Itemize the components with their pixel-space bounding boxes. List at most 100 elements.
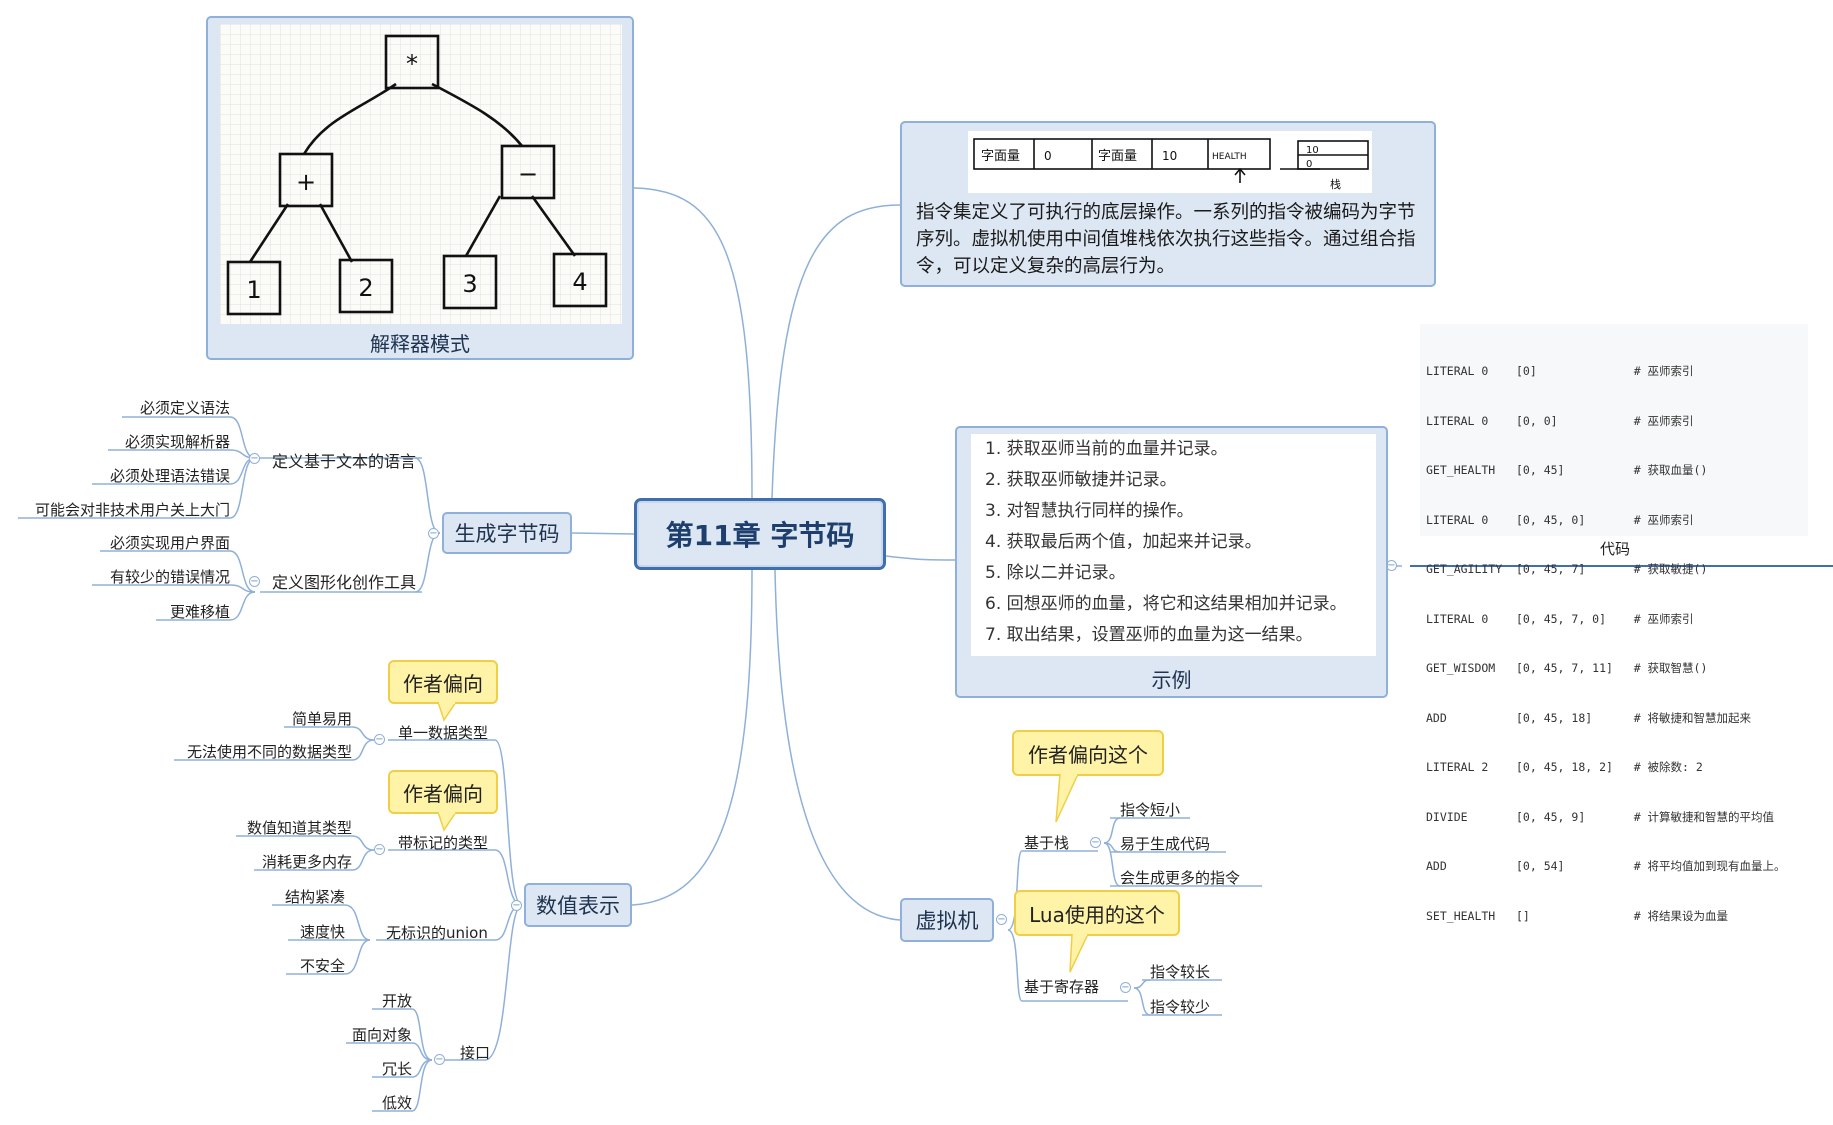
- sketch-cell-5: HEALTH: [1212, 152, 1247, 162]
- subtopic-single-type[interactable]: 单一数据类型: [398, 724, 489, 742]
- step-number: 6.: [985, 594, 1007, 614]
- sketch-cell-4: 10: [1162, 149, 1177, 163]
- sketch-stack-bottom: 0: [1306, 159, 1312, 170]
- subtopic-gui-tool[interactable]: 定义图形化创作工具: [272, 573, 417, 592]
- leaf-item[interactable]: 不安全: [299, 957, 345, 975]
- leaf-item[interactable]: 必须处理语法错误: [109, 467, 230, 485]
- register-based-collapse-toggle[interactable]: −: [1120, 982, 1131, 993]
- leaf-item[interactable]: 速度快: [299, 923, 345, 941]
- subtopic-interface[interactable]: 接口: [460, 1044, 491, 1062]
- step-number: 3.: [985, 501, 1007, 521]
- leaf-item[interactable]: 数值知道其类型: [246, 819, 352, 837]
- step-number: 2.: [985, 470, 1007, 490]
- example-label: 示例: [1151, 668, 1192, 692]
- example-panel[interactable]: 1. 获取巫师当前的血量并记录。 2. 获取巫师敏捷并记录。 3. 对智慧执行同…: [955, 426, 1388, 698]
- leaf-item[interactable]: 结构紧凑: [284, 888, 345, 906]
- callout-author-preference: 作者偏向: [388, 770, 498, 814]
- leaf-item[interactable]: 冗长: [381, 1060, 412, 1078]
- leaf-item[interactable]: 必须实现用户界面: [109, 534, 230, 552]
- topic-generate-bytecode[interactable]: 生成字节码: [442, 512, 572, 554]
- topic-virtual-machine[interactable]: 虚拟机: [900, 898, 994, 942]
- central-topic[interactable]: 第11章 字节码: [634, 498, 886, 570]
- subtopic-text-language[interactable]: 定义基于文本的语言: [272, 452, 417, 471]
- leaf-item[interactable]: 面向对象: [351, 1026, 412, 1044]
- sketch-cell-1: 字面量: [981, 149, 1020, 164]
- tree-right-label: −: [518, 160, 538, 188]
- example-step: 7. 取出结果，设置巫师的血量为这一结果。: [985, 625, 1313, 645]
- code-line: GET_HEALTH [0, 45] # 获取血量(): [1426, 463, 1708, 477]
- step-number: 1.: [985, 439, 1007, 459]
- code-line: ADD [0, 45, 18] # 将敏捷和智慧加起来: [1426, 710, 1752, 725]
- vm-collapse-toggle[interactable]: −: [996, 914, 1007, 925]
- leaf-item[interactable]: 更难移植: [169, 603, 230, 621]
- code-line: LITERAL 2 [0, 45, 18, 2] # 被除数: 2: [1426, 760, 1703, 774]
- callout-pointer: [437, 702, 457, 722]
- tree-left-label: +: [296, 168, 316, 196]
- subtopic-stack-based[interactable]: 基于栈: [1024, 834, 1070, 852]
- code-line: LITERAL 0 [0] # 巫师索引: [1426, 364, 1694, 378]
- stack-based-collapse-toggle[interactable]: −: [1090, 837, 1101, 848]
- example-step: 1. 获取巫师当前的血量并记录。: [985, 439, 1228, 459]
- subtopic-tagged-type[interactable]: 带标记的类型: [398, 834, 489, 852]
- values-collapse-toggle[interactable]: −: [511, 900, 522, 911]
- code-block: LITERAL 0 [0] # 巫师索引 LITERAL 0 [0, 0] # …: [1420, 324, 1808, 923]
- code-line: ADD [0, 54] # 将平均值加到现有血量上。: [1426, 859, 1786, 873]
- text-language-collapse-toggle[interactable]: −: [249, 453, 260, 464]
- tagged-type-collapse-toggle[interactable]: −: [374, 844, 385, 855]
- generate-collapse-toggle[interactable]: −: [428, 528, 439, 539]
- leaf-item[interactable]: 消耗更多内存: [261, 853, 352, 871]
- callout-pointer: [1055, 774, 1079, 823]
- code-line: LITERAL 0 [0, 45, 0] # 巫师索引: [1426, 512, 1694, 527]
- interpreter-caption: 解释器模式: [370, 332, 470, 356]
- sketch-cell-3: 字面量: [1098, 149, 1137, 164]
- interpreter-panel[interactable]: * + − 1 2 3 4 解释器模式: [206, 16, 634, 360]
- step-number: 5.: [985, 563, 1007, 583]
- leaf-item[interactable]: 易于生成代码: [1120, 835, 1211, 853]
- tree-root-label: *: [406, 50, 418, 78]
- instructions-panel[interactable]: 字面量 0 字面量 10 HEALTH 10 0 栈 指令集定义了可执行的底层操…: [900, 121, 1436, 287]
- sketch-cell-2: 0: [1044, 149, 1052, 163]
- gui-collapse-toggle[interactable]: −: [249, 576, 260, 587]
- step-number: 7.: [985, 625, 1007, 645]
- code-line: LITERAL 0 [0, 45, 7, 0] # 巫师索引: [1426, 611, 1694, 626]
- tree-leaf-4: 4: [572, 268, 587, 296]
- leaf-item[interactable]: 指令短小: [1120, 801, 1181, 819]
- expression-tree-sketch: * + − 1 2 3 4: [220, 24, 622, 324]
- code-line: GET_AGILITY [0, 45, 7] # 获取敏捷(): [1426, 562, 1708, 576]
- leaf-item[interactable]: 指令较少: [1150, 998, 1211, 1016]
- leaf-item[interactable]: 无法使用不同的数据类型: [186, 743, 352, 761]
- code-line: GET_WISDOM [0, 45, 7, 11] # 获取智慧(): [1426, 661, 1708, 675]
- interface-collapse-toggle[interactable]: −: [434, 1054, 445, 1065]
- code-line: DIVIDE [0, 45, 9] # 计算敏捷和智慧的平均值: [1426, 809, 1775, 824]
- callout-pointer: [1069, 934, 1089, 973]
- leaf-item[interactable]: 简单易用: [291, 710, 352, 728]
- leaf-item[interactable]: 开放: [381, 992, 412, 1010]
- leaf-item[interactable]: 必须定义语法: [139, 399, 230, 417]
- single-type-collapse-toggle[interactable]: −: [374, 734, 385, 745]
- sketch-stack-label: 栈: [1330, 177, 1341, 191]
- leaf-item[interactable]: 可能会对非技术用户关上大门: [34, 501, 230, 519]
- example-steps: 1. 获取巫师当前的血量并记录。 2. 获取巫师敏捷并记录。 3. 对智慧执行同…: [985, 434, 1347, 651]
- example-step: 5. 除以二并记录。: [985, 563, 1126, 583]
- leaf-item[interactable]: 必须实现解析器: [124, 433, 230, 451]
- example-step: 4. 获取最后两个值，加起来并记录。: [985, 532, 1262, 552]
- instructions-text: 指令集定义了可执行的底层操作。一系列的指令被编码为字节序列。虚拟机使用中间值堆栈…: [916, 202, 1416, 277]
- sketch-stack-top: 10: [1306, 145, 1319, 156]
- leaf-item[interactable]: 会生成更多的指令: [1120, 869, 1241, 887]
- example-step: 3. 对智慧执行同样的操作。: [985, 501, 1194, 521]
- code-label: 代码: [1599, 540, 1630, 558]
- code-lines: LITERAL 0 [0] # 巫师索引 LITERAL 0 [0, 0] # …: [1426, 330, 1786, 957]
- leaf-item[interactable]: 指令较长: [1150, 963, 1211, 981]
- leaf-item[interactable]: 低效: [381, 1094, 412, 1112]
- code-line: SET_HEALTH [] # 将结果设为血量: [1426, 908, 1729, 923]
- instruction-sketch: 字面量 0 字面量 10 HEALTH 10 0 栈: [968, 131, 1372, 193]
- example-step: 2. 获取巫师敏捷并记录。: [985, 470, 1177, 490]
- leaf-item[interactable]: 有较少的错误情况: [109, 568, 230, 586]
- tree-leaf-1: 1: [246, 276, 261, 304]
- subtopic-register-based[interactable]: 基于寄存器: [1024, 978, 1100, 996]
- code-line: LITERAL 0 [0, 0] # 巫师索引: [1426, 413, 1694, 428]
- topic-value-representation[interactable]: 数值表示: [524, 883, 632, 927]
- callout-author-preference: 作者偏向: [388, 660, 498, 704]
- subtopic-untagged-union[interactable]: 无标识的union: [386, 924, 488, 942]
- step-number: 4.: [985, 532, 1007, 552]
